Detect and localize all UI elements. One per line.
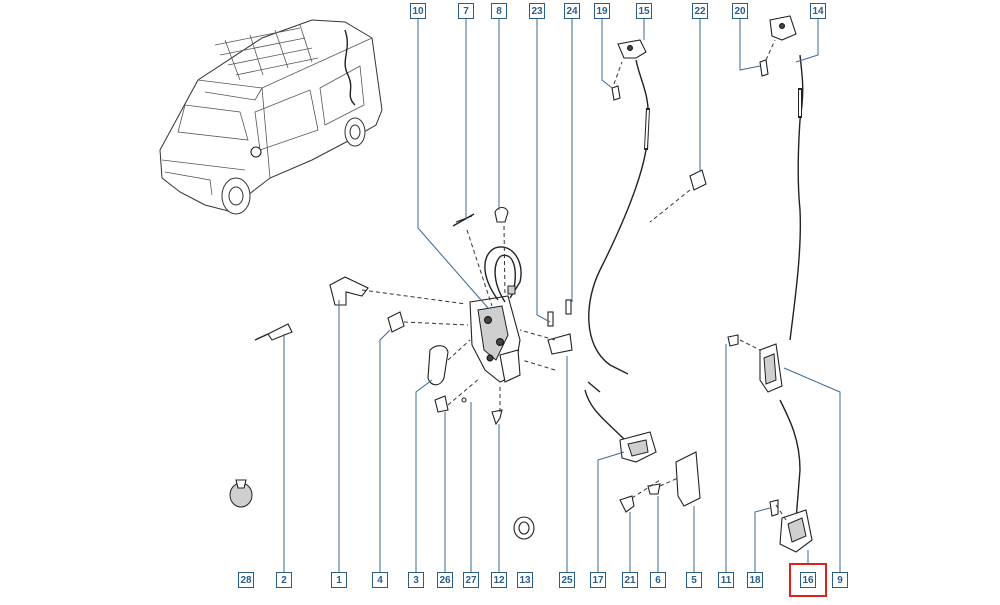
callout-3[interactable]: 3 (408, 572, 424, 588)
upper-latches (617, 15, 797, 59)
callout-14[interactable]: 14 (810, 3, 826, 19)
callout-24[interactable]: 24 (564, 3, 580, 19)
selected-part-highlight (789, 563, 827, 597)
callout-2[interactable]: 2 (276, 572, 292, 588)
callout-26[interactable]: 26 (437, 572, 453, 588)
callout-4[interactable]: 4 (372, 572, 388, 588)
callout-8[interactable]: 8 (491, 3, 507, 19)
callout-23[interactable]: 23 (529, 3, 545, 19)
callout-25[interactable]: 25 (559, 572, 575, 588)
callout-28[interactable]: 28 (238, 572, 254, 588)
callout-20[interactable]: 20 (732, 3, 748, 19)
small-parts (229, 59, 779, 540)
callout-27[interactable]: 27 (463, 572, 479, 588)
callout-11[interactable]: 11 (718, 572, 734, 588)
callout-22[interactable]: 22 (692, 3, 708, 19)
lock-mechanism (469, 246, 573, 383)
callout-10[interactable]: 10 (410, 3, 426, 19)
callout-19[interactable]: 19 (594, 3, 610, 19)
callout-12[interactable]: 12 (491, 572, 507, 588)
callout-5[interactable]: 5 (686, 572, 702, 588)
cables (584, 54, 804, 521)
callout-17[interactable]: 17 (590, 572, 606, 588)
van-illustration (159, 19, 383, 215)
callout-6[interactable]: 6 (650, 572, 666, 588)
callout-21[interactable]: 21 (622, 572, 638, 588)
callout-16[interactable]: 16 (800, 572, 816, 588)
callout-1[interactable]: 1 (331, 572, 347, 588)
callout-13[interactable]: 13 (517, 572, 533, 588)
leader-lines (283, 18, 841, 572)
callout-9[interactable]: 9 (832, 572, 848, 588)
callout-7[interactable]: 7 (458, 3, 474, 19)
lower-latches (619, 343, 813, 553)
callout-18[interactable]: 18 (747, 572, 763, 588)
assembly-lines (361, 39, 787, 521)
callout-15[interactable]: 15 (636, 3, 652, 19)
